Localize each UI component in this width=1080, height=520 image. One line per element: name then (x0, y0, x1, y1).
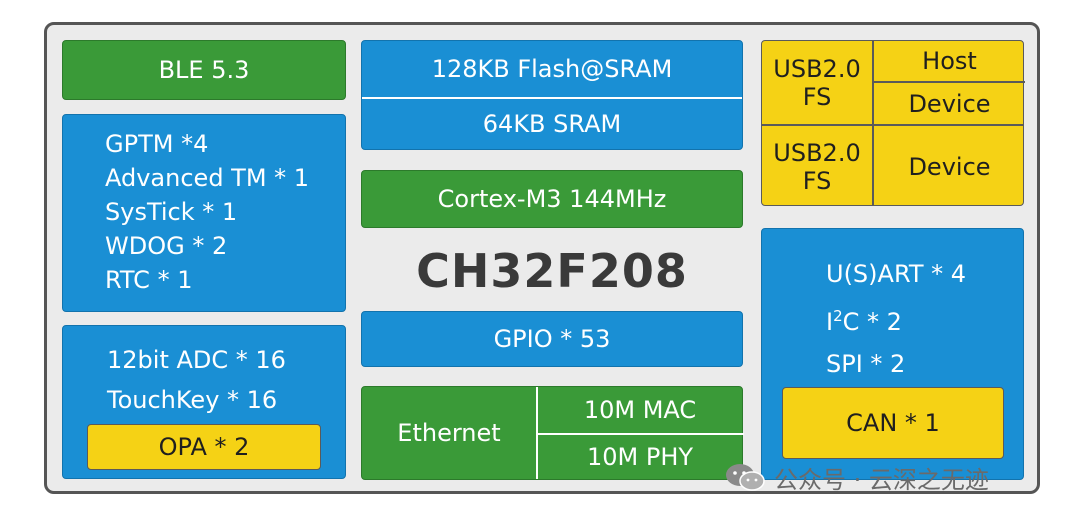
core-block: Cortex-M3 144MHz (361, 170, 743, 228)
watermark-text: 公众号 · 云深之无迹 (774, 465, 989, 494)
opa-block: OPA * 2 (87, 424, 321, 470)
usart-label: U(S)ART * 4 (826, 260, 967, 288)
usb2-device-label: Device (908, 152, 991, 181)
analog-block: 12bit ADC * 16 TouchKey * 16 OPA * 2 (62, 325, 346, 479)
usb-divider-middle (762, 124, 1023, 126)
timer-line-gptm: GPTM *4 (105, 130, 209, 158)
core-label: Cortex-M3 144MHz (437, 185, 667, 213)
usb2-label-line1: USB2.0 (773, 138, 861, 167)
timer-line-wdog: WDOG * 2 (105, 232, 228, 260)
can-label: CAN * 1 (846, 409, 940, 437)
usb-divider-v (872, 41, 874, 205)
opa-label: OPA * 2 (158, 433, 250, 461)
memory-divider (362, 97, 742, 99)
ble-block: BLE 5.3 (62, 40, 346, 100)
phy-label: 10M PHY (586, 443, 694, 471)
touchkey-label: TouchKey * 16 (107, 386, 278, 414)
usb2-label-line2: FS (802, 166, 832, 195)
usb1-label-line2: FS (802, 82, 832, 111)
timer-block: GPTM *4 Advanced TM * 1 SysTick * 1 WDOG… (62, 114, 346, 312)
adc-label: 12bit ADC * 16 (107, 346, 286, 374)
mac-label: 10M MAC (583, 396, 697, 424)
memory-block: 128KB Flash@SRAM 64KB SRAM (361, 40, 743, 150)
timer-line-advanced: Advanced TM * 1 (105, 164, 310, 192)
timer-line-rtc: RTC * 1 (105, 266, 193, 294)
ethernet-label: Ethernet (397, 419, 501, 447)
sram-label: 64KB SRAM (482, 110, 622, 138)
timer-line-systick: SysTick * 1 (105, 198, 238, 226)
usb-block: USB2.0 FS Host Device USB2.0 FS Device (761, 40, 1025, 206)
usb-divider-host-device (872, 81, 1025, 83)
gpio-block: GPIO * 53 (361, 311, 743, 367)
ethernet-divider-h (536, 433, 744, 435)
ble-label: BLE 5.3 (158, 56, 250, 84)
usb1-host-label: Host (922, 47, 977, 75)
spi-label: SPI * 2 (826, 350, 906, 378)
watermark: 公众号 · 云深之无迹 (724, 460, 989, 494)
gpio-label: GPIO * 53 (493, 325, 611, 353)
usb1-device-label: Device (908, 89, 991, 118)
serial-block: U(S)ART * 4 I2C * 2 SPI * 2 CAN * 1 (761, 228, 1024, 480)
can-block: CAN * 1 (782, 387, 1004, 459)
flash-label: 128KB Flash@SRAM (431, 55, 673, 83)
ethernet-block: Ethernet 10M MAC 10M PHY (361, 386, 744, 480)
chip-title: CH32F208 (416, 244, 688, 298)
i2c-label: I2C * 2 (826, 307, 902, 336)
usb1-label-line1: USB2.0 (773, 54, 861, 83)
wechat-icon (726, 464, 765, 491)
